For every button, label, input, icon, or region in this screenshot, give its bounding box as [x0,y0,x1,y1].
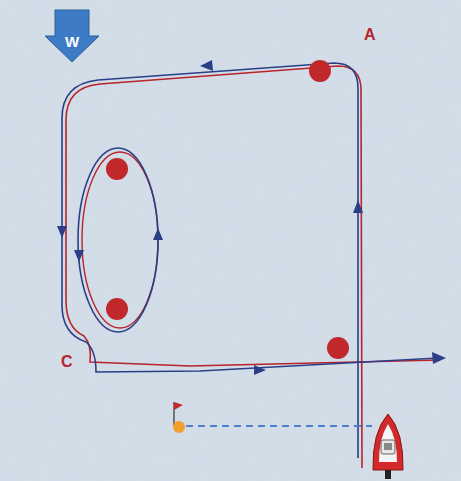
mark-label: C [61,354,73,370]
wind-label: W [65,34,79,49]
direction-arrows [57,60,446,375]
sight-line [186,425,372,427]
mark-label: A [364,27,376,43]
flag [174,402,183,410]
mark-buoy [173,421,185,433]
inner-loop-red [82,152,158,328]
wind-arrow [45,10,99,62]
inner-loop-blue [78,148,158,332]
course-line-blue [62,63,438,458]
boat [373,414,403,479]
course-line-red [66,66,440,468]
buoys [106,60,349,359]
